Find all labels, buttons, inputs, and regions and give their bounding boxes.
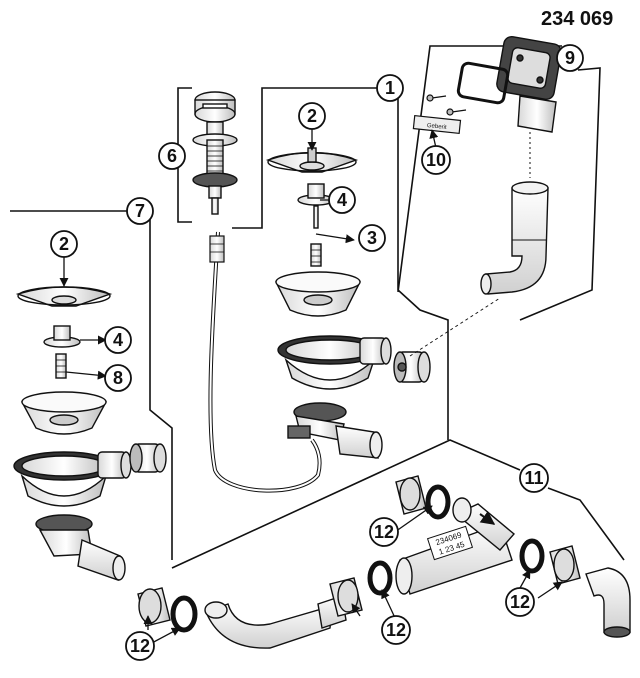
nut-top bbox=[395, 475, 427, 515]
callout-12-right: 12 bbox=[510, 592, 530, 612]
overflow-tube bbox=[480, 181, 549, 295]
pipe-elbow-right bbox=[585, 567, 631, 638]
callout-4-main: 4 bbox=[337, 190, 347, 210]
overflow-connector bbox=[393, 351, 431, 383]
callout-7: 7 bbox=[135, 201, 145, 221]
valve-outlet-secondary bbox=[35, 514, 126, 581]
callout-10: 10 bbox=[426, 150, 446, 170]
callout-2-main: 2 bbox=[307, 106, 317, 126]
callout-8: 8 bbox=[113, 368, 123, 388]
seal-ring-top bbox=[425, 484, 451, 520]
valve-plug-main bbox=[297, 183, 335, 267]
seal-ring-right bbox=[519, 538, 545, 574]
nut-right bbox=[549, 545, 581, 585]
pipe-elbow-left bbox=[204, 595, 347, 649]
callout-3: 3 bbox=[367, 228, 377, 248]
callout-12-left: 12 bbox=[130, 636, 150, 656]
overflow-screws bbox=[426, 94, 467, 116]
seal-ring-left bbox=[170, 595, 198, 633]
group-boundaries bbox=[10, 45, 625, 569]
drain-body-secondary bbox=[13, 451, 132, 507]
callout-12-top: 12 bbox=[374, 522, 394, 542]
callout-2-secondary: 2 bbox=[59, 234, 69, 254]
valve-outlet-main bbox=[287, 402, 383, 459]
overflow-plate-text: Geberit bbox=[427, 123, 448, 131]
strainer-basket-secondary bbox=[15, 286, 113, 307]
remote-control-button bbox=[192, 91, 238, 215]
seal-ring-mid bbox=[367, 560, 393, 596]
drain-body-main bbox=[277, 335, 392, 390]
valve-plug-secondary bbox=[43, 325, 81, 379]
callout-6: 6 bbox=[167, 146, 177, 166]
drawing-number: 234 069 bbox=[541, 8, 614, 30]
strainer-basket-main bbox=[265, 147, 359, 173]
bowden-cable bbox=[208, 231, 322, 493]
nut-left bbox=[137, 587, 171, 627]
callout-11: 11 bbox=[524, 468, 543, 488]
callout-12-mid: 12 bbox=[386, 620, 406, 640]
callout-4-secondary: 4 bbox=[113, 330, 123, 350]
overflow-cover-frame bbox=[456, 35, 562, 133]
overflow-connector-secondary bbox=[129, 443, 167, 473]
pipe-tee: 234069 1 23 45 bbox=[395, 497, 515, 595]
overflow-plate: Geberit bbox=[412, 114, 462, 135]
dashed-connection bbox=[409, 297, 501, 357]
callout-1: 1 bbox=[385, 78, 395, 98]
callout-circles bbox=[50, 44, 584, 661]
callout-9: 9 bbox=[565, 48, 575, 68]
strainer-cup-secondary bbox=[20, 391, 108, 435]
strainer-cup-main bbox=[275, 271, 361, 317]
